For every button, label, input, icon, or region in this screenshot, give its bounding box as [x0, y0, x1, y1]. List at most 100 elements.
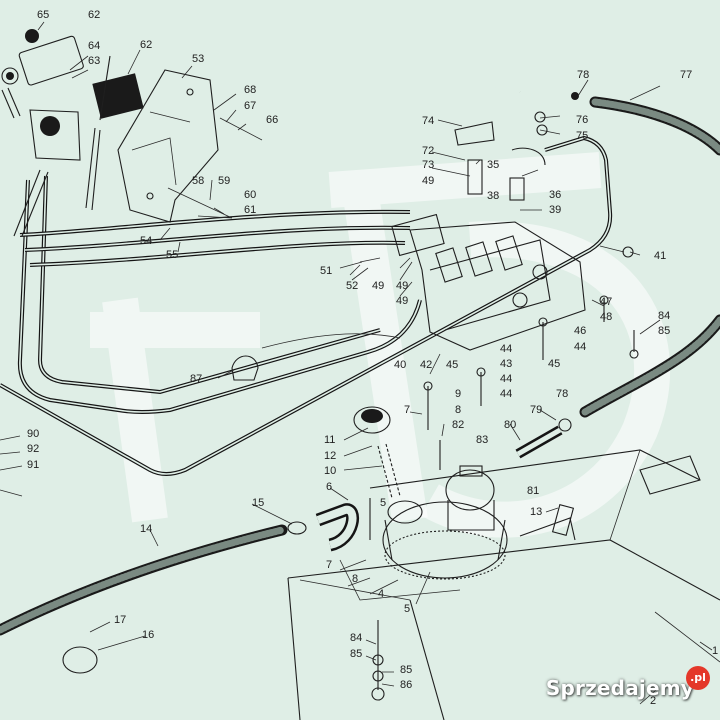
label-42: 42: [420, 359, 432, 371]
label-38: 38: [487, 190, 499, 202]
label-68: 68: [244, 84, 256, 96]
label-13: 13: [530, 506, 542, 518]
label-52: 52: [346, 280, 358, 292]
label-77: 77: [680, 69, 692, 81]
label-85: 85: [658, 325, 670, 337]
label-65: 65: [37, 9, 49, 21]
label-80: 80: [504, 419, 516, 431]
label-44: 44: [574, 341, 586, 353]
breather-filter: [353, 406, 401, 499]
label-92: 92: [27, 443, 39, 455]
label-7: 7: [404, 404, 410, 416]
label-62: 62: [88, 9, 100, 21]
label-12: 12: [324, 450, 336, 462]
label-5: 5: [404, 603, 410, 615]
label-44: 44: [500, 373, 512, 385]
label-11: 11: [324, 434, 335, 446]
label-86: 86: [400, 679, 412, 691]
label-49: 49: [372, 280, 384, 292]
label-36: 36: [549, 189, 561, 201]
pressure-hose-right: [579, 314, 720, 418]
label-90: 90: [27, 428, 39, 440]
return-hose-upper: [589, 96, 720, 156]
label-2: 2: [650, 695, 656, 707]
label-8: 8: [352, 573, 358, 585]
label-6: 6: [326, 481, 332, 493]
label-7: 7: [326, 559, 332, 571]
label-84: 84: [658, 310, 670, 322]
label-75: 75: [576, 130, 588, 142]
label-59: 59: [218, 175, 230, 187]
label-49: 49: [396, 280, 408, 292]
label-14: 14: [140, 523, 152, 535]
label-41: 41: [654, 250, 666, 262]
label-55: 55: [166, 249, 178, 261]
label-67: 67: [244, 100, 256, 112]
label-73: 73: [422, 159, 434, 171]
label-78: 78: [556, 388, 568, 400]
label-91: 91: [27, 459, 39, 471]
label-54: 54: [140, 235, 152, 247]
control-valve-block: [359, 213, 634, 351]
label-43: 43: [500, 358, 512, 370]
label-15: 15: [252, 497, 264, 509]
return-line-fittings: [454, 86, 579, 201]
label-40: 40: [394, 359, 406, 371]
label-39: 39: [549, 204, 561, 216]
label-8: 8: [455, 404, 461, 416]
mounting-bracket: [117, 69, 263, 223]
label-63: 63: [88, 55, 100, 67]
label-60: 60: [244, 189, 256, 201]
leader-lines: [0, 21, 713, 705]
label-44: 44: [500, 343, 512, 355]
label-45: 45: [446, 359, 458, 371]
label-46: 46: [574, 325, 586, 337]
label-44: 44: [500, 388, 512, 400]
label-81: 81: [527, 485, 539, 497]
control-levers-assembly: [1, 29, 144, 161]
label-49: 49: [396, 295, 408, 307]
label-76: 76: [576, 114, 588, 126]
watermark-brand-badge: .pl: [686, 666, 710, 690]
label-84: 84: [350, 632, 362, 644]
label-83: 83: [476, 434, 488, 446]
label-35: 35: [487, 159, 499, 171]
label-78: 78: [577, 69, 589, 81]
label-79: 79: [530, 404, 542, 416]
label-48: 48: [600, 311, 612, 323]
label-62: 62: [140, 39, 152, 51]
hose-clamp: [62, 646, 98, 674]
label-82: 82: [452, 419, 464, 431]
label-64: 64: [88, 40, 100, 52]
pipe-clamp: [231, 333, 401, 381]
label-49: 49: [422, 175, 434, 187]
label-9: 9: [455, 388, 461, 400]
label-72: 72: [422, 145, 434, 157]
pressure-line-coupling: [515, 418, 575, 537]
label-10: 10: [324, 465, 336, 477]
label-74: 74: [422, 115, 434, 127]
suction-elbow: [287, 503, 359, 552]
label-5: 5: [380, 497, 386, 509]
label-85: 85: [400, 664, 412, 676]
label-47: 47: [600, 296, 612, 308]
label-85: 85: [350, 648, 362, 660]
label-53: 53: [192, 53, 204, 65]
label-87: 87: [190, 373, 202, 385]
hydraulic-pipe-loop: [0, 127, 613, 476]
fasteners: [0, 295, 639, 701]
label-51: 51: [320, 265, 332, 277]
label-58: 58: [192, 175, 204, 187]
label-45: 45: [548, 358, 560, 370]
label-17: 17: [114, 614, 126, 626]
suction-hose: [0, 524, 288, 636]
watermark-brand-text: Sprzedajemy: [545, 676, 694, 700]
part-number-labels: 65 62 64 63 62 53 68 67 66 78 77 74 76 7…: [27, 9, 718, 707]
label-4: 4: [378, 588, 384, 600]
label-61: 61: [244, 204, 256, 216]
label-66: 66: [266, 114, 278, 126]
label-1: 1: [712, 645, 718, 657]
label-16: 16: [142, 629, 154, 641]
suction-filter-assembly: [382, 465, 508, 580]
